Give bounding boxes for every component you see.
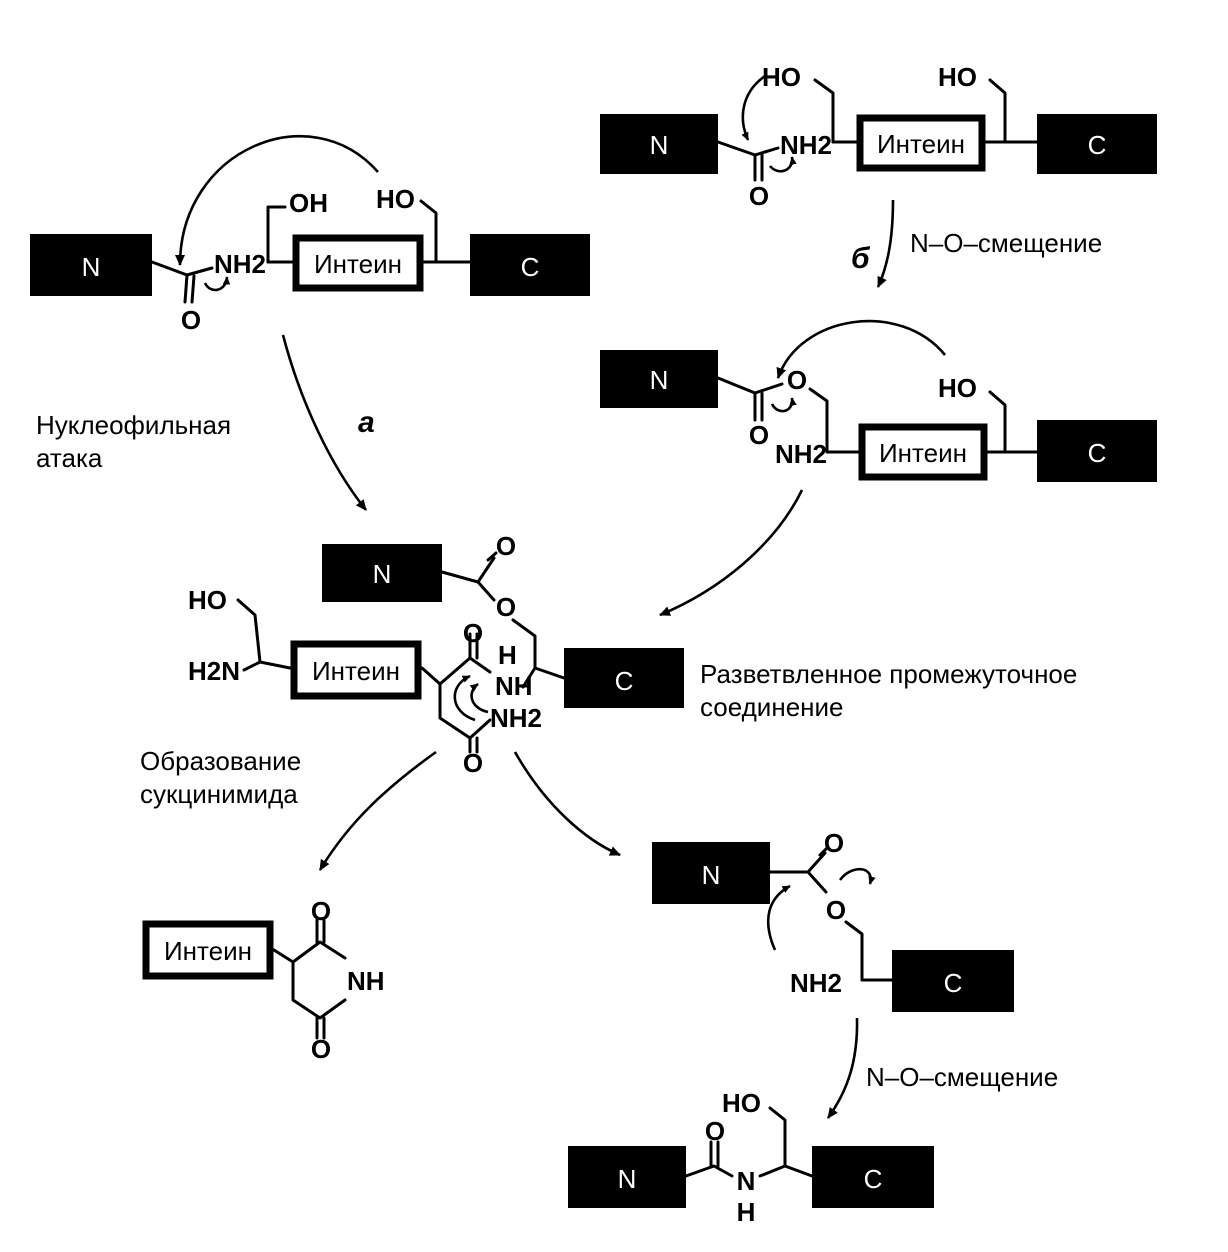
- hydroxyl-label: HO: [722, 1088, 761, 1118]
- n-extein-label: N: [373, 559, 392, 589]
- intein-box: [290, 640, 422, 700]
- hydroxyl-label: HO: [188, 585, 227, 615]
- amine-label: NH2: [780, 130, 832, 160]
- hydroxyl-label: OH: [289, 188, 328, 218]
- n-extein-label: N: [82, 252, 101, 282]
- intein-box: [142, 920, 274, 980]
- intein-label: Интеин: [164, 936, 252, 966]
- n-extein-block: [30, 234, 152, 296]
- amine-label: NH2: [775, 439, 827, 469]
- acyl-shift-arrow: [766, 884, 791, 951]
- n-extein-block: [600, 350, 718, 408]
- ester-o-label: O: [787, 365, 807, 395]
- c-extein-label: C: [615, 666, 634, 696]
- n-o-shift-label: N–O–смещение: [910, 228, 1102, 258]
- hydroxyl-label: HO: [762, 62, 801, 92]
- hydroxyl-label: HO: [938, 373, 977, 403]
- amine-label: H2N: [188, 656, 240, 686]
- n-extein-label: N: [650, 130, 669, 160]
- c-extein-label: C: [864, 1164, 883, 1194]
- hydroxyl-label: HO: [376, 184, 415, 214]
- carbonyl-o-label: O: [496, 531, 516, 561]
- electron-shift-arrow: [770, 397, 797, 413]
- nucleophilic-attack-label-line2: атака: [36, 443, 103, 473]
- n-extein-block: [600, 114, 718, 174]
- n-o-shift-label-final: N–O–смещение: [866, 1062, 1058, 1092]
- amine-label: NH2: [790, 968, 842, 998]
- ester-product: N O O NH2 C: [652, 828, 1014, 1012]
- intein-box: [858, 423, 988, 481]
- c-extein-label: C: [944, 968, 963, 998]
- ester-intermediate: N O O NH2 Интеин HO C: [600, 319, 1157, 482]
- electron-shift-arrow: [838, 867, 876, 885]
- intein-label: Интеин: [312, 656, 400, 686]
- branched-intermediate-label-line1: Разветвленное промежуточное: [700, 659, 1077, 689]
- carbonyl-o-label: O: [749, 181, 769, 211]
- n-extein-label: N: [650, 365, 669, 395]
- intein-succinimide: Интеин O O NH: [142, 896, 385, 1064]
- carbonyl-o-label: O: [463, 618, 483, 648]
- hydroxyl-label: HO: [938, 62, 977, 92]
- ligated-product: N O N H HO C: [568, 1088, 934, 1227]
- c-extein-block: [1037, 114, 1157, 174]
- n-extein-label: N: [702, 860, 721, 890]
- intein-box: [856, 114, 986, 172]
- succinimide-formation-label-line2: сукцинимида: [140, 779, 298, 809]
- succinimide-formation-label-line1: Образование: [140, 746, 301, 776]
- carbonyl-o-label: O: [181, 305, 201, 335]
- to-branched-arrow-right: [659, 489, 804, 617]
- nucleophilic-attack-arrow-a: [281, 334, 368, 511]
- ester-o-label: O: [496, 592, 516, 622]
- succinimide-formation-arrow: [318, 750, 437, 871]
- n-o-shift-arrow-b: [876, 199, 895, 288]
- cyclization-arrow-1: [453, 674, 476, 722]
- intein-label: Интеин: [877, 129, 965, 159]
- branched-intermediate: N O O C HO H2N Интеин O O NH2 NH H: [188, 531, 684, 778]
- peptide-n-label: N: [737, 1166, 756, 1196]
- nucleophilic-attack-label-line1: Нуклеофильная: [36, 410, 231, 440]
- asparagine-amide-label: NH2: [490, 703, 542, 733]
- amine-label: NH2: [214, 249, 266, 279]
- n-extein-label: N: [618, 1164, 637, 1194]
- carbonyl-o-label: O: [824, 828, 844, 858]
- carbonyl-o-label: O: [311, 1034, 331, 1064]
- nucleophilic-attack-arrow: [741, 74, 766, 141]
- ester-o-label: O: [826, 895, 846, 925]
- c-extein-block: [470, 234, 590, 296]
- intein-box: [292, 234, 424, 292]
- n-o-shift-arrow-final: [826, 1017, 859, 1119]
- nucleophilic-attack-arrow: [175, 134, 379, 266]
- intein-label: Интеин: [879, 438, 967, 468]
- carbonyl-o-label: O: [749, 420, 769, 450]
- amide-h-label: H: [498, 640, 517, 670]
- imide-nh-label: NH: [347, 966, 385, 996]
- amide-n-label: NH: [495, 671, 533, 701]
- to-ester-product-arrow: [513, 751, 621, 857]
- intein-label: Интеин: [314, 249, 402, 279]
- electron-shift-arrow: [203, 276, 231, 292]
- c-extein-label: C: [1088, 130, 1107, 160]
- precursor-a: N O NH2 OH Интеин HO C: [30, 134, 590, 335]
- carbonyl-o-label: O: [705, 1116, 725, 1146]
- branched-intermediate-label-line2: соединение: [700, 692, 844, 722]
- n-extein-block: [322, 544, 442, 602]
- peptide-h-label: H: [737, 1197, 756, 1227]
- precursor-b: N O NH2 HO Интеин HO C: [600, 62, 1157, 211]
- c-extein-block: [564, 648, 684, 708]
- n-extein-block: [652, 842, 770, 904]
- c-extein-label: C: [521, 252, 540, 282]
- electron-shift-arrow: [768, 156, 797, 173]
- carbonyl-o-label: O: [463, 748, 483, 778]
- c-extein-block: [1037, 420, 1157, 482]
- n-extein-block: [568, 1146, 686, 1208]
- carbonyl-o-label: O: [311, 896, 331, 926]
- path-a-label: a: [358, 406, 375, 439]
- c-extein-block: [812, 1146, 934, 1208]
- c-extein-label: C: [1088, 438, 1107, 468]
- cyclization-arrow-2: [469, 682, 489, 714]
- path-b-label: б: [851, 242, 871, 275]
- c-extein-block: [892, 950, 1014, 1012]
- transesterification-arrow: [776, 319, 947, 379]
